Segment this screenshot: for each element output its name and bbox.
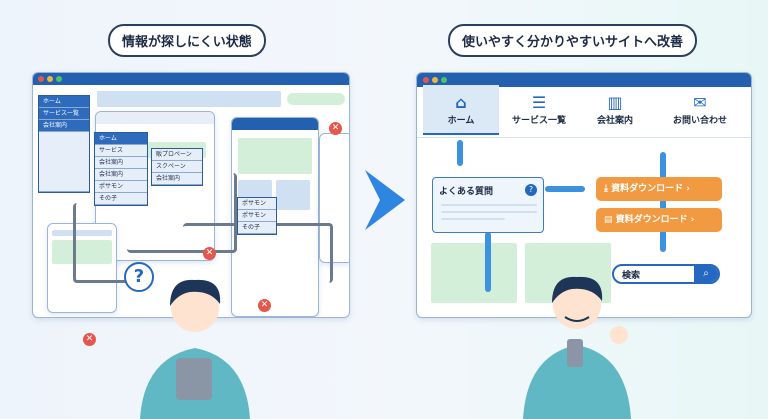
side-menu-item[interactable]: 会社案内 [39,120,89,132]
home-icon: ⌂ [455,93,467,112]
dropdown-item[interactable]: 会社案内 [152,173,202,185]
error-x-icon: ✕ [83,333,96,346]
dropdown-item[interactable]: その子 [238,222,276,234]
side-menu: ホーム サービス一覧 会社案内 [38,95,90,193]
dropdown-menu-3: ポサモン ポサモン その子 [237,197,277,235]
dropdown-item[interactable]: サービス [95,145,147,157]
dropdown-menu-1: ホーム サービス 会社案内 会社案内 ポサモン その子 [94,132,148,206]
faq-label: よくある質問 [439,187,494,197]
nav-contact[interactable]: ✉ お問い合わせ [653,85,747,135]
download-icon: ⤓ [604,184,612,194]
nav-label: ホーム [447,116,475,126]
help-icon: ? [525,184,537,196]
dropdown-item[interactable]: 販プロペーン [152,149,202,161]
dropdown-item[interactable]: 会社案内 [95,157,147,169]
nav-home[interactable]: ⌂ ホーム [423,85,499,135]
left-title: 情報が探しにくい状態 [108,24,266,57]
download-label: 資料ダウンロード [615,215,688,225]
list-icon: ☰ [531,93,547,112]
dropdown-item[interactable]: 会社案内 [95,169,147,181]
dropdown-item[interactable]: ポサモン [238,198,276,210]
error-x-icon: ✕ [203,247,216,260]
side-menu-item[interactable]: ホーム [39,96,89,108]
search-box[interactable]: 検索 ⌕ [612,264,720,284]
search-icon[interactable]: ⌕ [694,266,718,282]
mail-icon: ✉ [693,93,707,112]
dropdown-item[interactable]: ポサモン [238,210,276,222]
side-menu-item[interactable]: サービス一覧 [39,108,89,120]
nav-label: 会社案内 [596,116,633,126]
document-icon: ▤ [604,215,616,225]
download-label: 資料ダウンロード [611,184,684,194]
search-input[interactable]: 検索 [622,271,641,281]
nav-label: サービス一覧 [511,116,566,126]
happy-person-illustration [523,276,631,419]
dropdown-item[interactable]: スクペーン [152,161,202,173]
building-icon: ▥ [607,93,623,112]
faq-card[interactable]: よくある質問 ? [432,177,544,233]
nav-label: お問い合わせ [672,116,727,126]
nav-company[interactable]: ▥ 会社案内 [577,85,653,135]
transition-arrow-icon [365,170,405,230]
error-x-icon: ✕ [329,122,342,135]
download-button-1[interactable]: ⤓ 資料ダウンロード › [596,177,722,201]
error-x-icon: ✕ [258,299,271,312]
nav-services[interactable]: ☰ サービス一覧 [501,85,577,135]
confused-person-illustration [140,279,250,419]
download-button-2[interactable]: ▤ 資料ダウンロード › [596,208,722,232]
right-title: 使いやすく分かりやすいサイトへ改善 [448,24,698,57]
dropdown-menu-2: 販プロペーン スクペーン 会社案内 [151,148,203,186]
dropdown-item[interactable]: ポサモン [95,181,147,193]
question-bubble: ? [124,262,154,292]
left-browser-window [32,72,350,318]
dropdown-item[interactable]: その子 [95,193,147,205]
dropdown-item[interactable]: ホーム [95,133,147,145]
